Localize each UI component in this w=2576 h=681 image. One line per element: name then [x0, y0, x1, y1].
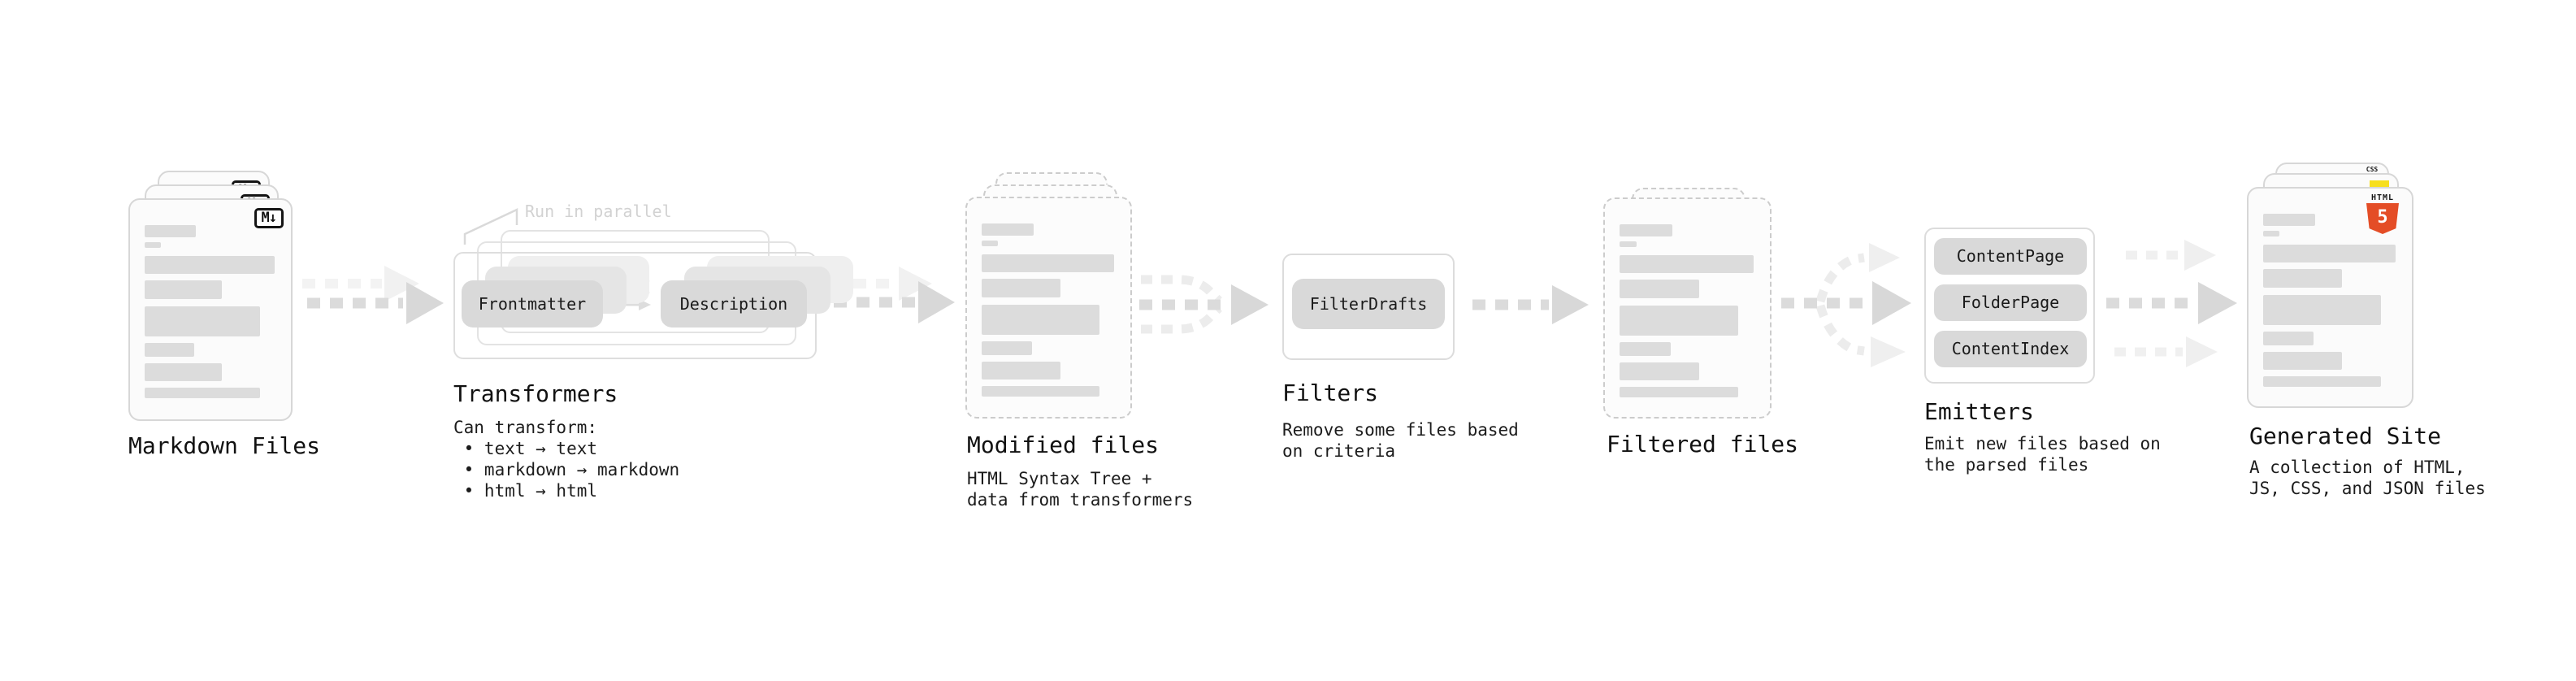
- skeleton-line: [144, 225, 197, 237]
- skeleton-line: [2263, 269, 2342, 288]
- skeleton-line: [982, 305, 1099, 335]
- emitters-label: Emitters: [1924, 398, 2034, 425]
- filtered-file-card-front: [1603, 197, 1772, 419]
- skeleton-line: [1620, 387, 1739, 397]
- contentindex-node: ContentIndex: [1934, 331, 2087, 367]
- generated-site-description: A collection of HTML, JS, CSS, and JSON …: [2249, 458, 2486, 498]
- markdown-file-card-front: M↓: [128, 198, 293, 421]
- skeleton-line: [144, 363, 222, 381]
- transformers-label: Transformers: [453, 380, 618, 407]
- skeleton-line: [2263, 352, 2342, 370]
- skeleton-line: [982, 386, 1099, 397]
- skeleton-line: [982, 254, 1114, 272]
- skeleton-line: [144, 343, 195, 357]
- skeleton-line: [1620, 306, 1739, 336]
- run-in-parallel-note: Run in parallel: [525, 202, 672, 221]
- skeleton-line: [1620, 224, 1673, 236]
- arrow-markdown-to-transformers: [302, 266, 444, 324]
- run-in-parallel-leader-line: [463, 208, 518, 245]
- skeleton-line: [144, 242, 161, 248]
- document-skeleton-lines: [130, 200, 291, 419]
- filters-label: Filters: [1282, 380, 1379, 406]
- skeleton-line: [144, 306, 261, 336]
- skeleton-line: [144, 256, 275, 274]
- skeleton-line: [2263, 376, 2381, 387]
- frontmatter-node: Frontmatter: [462, 280, 603, 327]
- arrow-emitters-to-generated: [2106, 240, 2237, 367]
- folderpage-node: FolderPage: [1934, 284, 2087, 321]
- skeleton-line: [1620, 255, 1754, 273]
- skeleton-line: [2263, 245, 2396, 262]
- skeleton-line: [1620, 280, 1699, 298]
- transformers-description: Can transform: • text → text • markdown …: [453, 418, 680, 501]
- arrow-modified-to-filters: [1139, 275, 1268, 334]
- filtered-files-label: Filtered files: [1607, 431, 1799, 458]
- html5-icon: HTML 5: [2364, 193, 2401, 234]
- skeleton-line: [2263, 231, 2280, 236]
- skeleton-line: [2263, 295, 2381, 325]
- skeleton-line: [1620, 362, 1699, 380]
- arrow-filtered-to-emitters: [1781, 243, 1911, 367]
- filters-box: [1282, 254, 1455, 360]
- skeleton-line: [982, 223, 1034, 236]
- modified-file-card-front: [965, 197, 1132, 419]
- skeleton-line: [982, 341, 1033, 355]
- arrow-filters-to-filtered: [1472, 285, 1589, 324]
- skeleton-line: [144, 388, 261, 398]
- filterdrafts-node: FilterDrafts: [1292, 279, 1445, 329]
- skeleton-line: [2263, 332, 2314, 345]
- modified-files-description: HTML Syntax Tree + data from transformer…: [967, 469, 1194, 510]
- emitters-box: [1924, 228, 2095, 384]
- document-skeleton-lines: [2249, 189, 2412, 406]
- skeleton-line: [1620, 241, 1637, 247]
- contentpage-node: ContentPage: [1934, 238, 2087, 275]
- generated-file-card-front: HTML 5: [2247, 187, 2413, 408]
- description-node: Description: [661, 280, 807, 327]
- markdown-files-label: Markdown Files: [128, 432, 321, 459]
- generated-site-label: Generated Site: [2249, 423, 2442, 449]
- filters-description: Remove some files based on criteria: [1282, 420, 1519, 461]
- skeleton-line: [982, 279, 1060, 297]
- skeleton-line: [2263, 214, 2316, 226]
- modified-files-label: Modified files: [967, 432, 1160, 458]
- skeleton-line: [144, 280, 222, 299]
- document-skeleton-lines: [1605, 199, 1770, 417]
- document-skeleton-lines: [967, 198, 1130, 417]
- markdown-icon: M↓: [254, 208, 284, 228]
- emitters-description: Emit new files based on the parsed files: [1924, 434, 2161, 475]
- skeleton-line: [1620, 342, 1672, 356]
- skeleton-line: [982, 362, 1060, 380]
- skeleton-line: [982, 241, 999, 246]
